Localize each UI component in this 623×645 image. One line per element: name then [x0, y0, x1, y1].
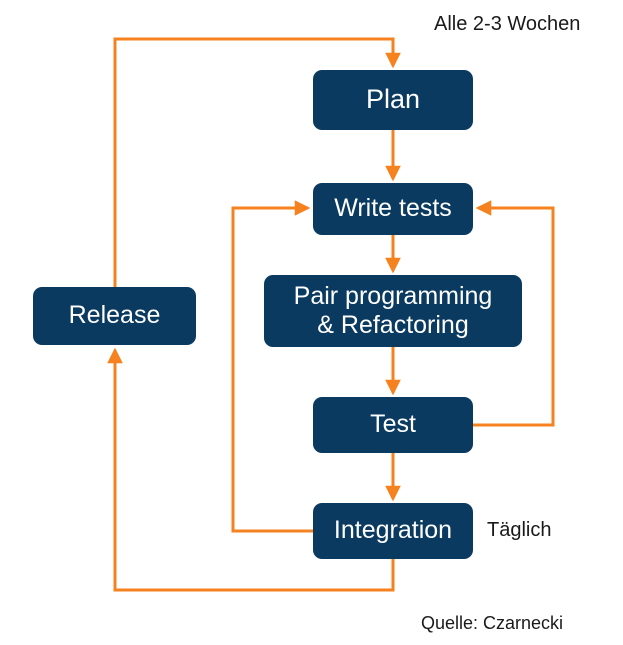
node-integration-label: Integration [333, 516, 453, 545]
node-test[interactable]: Test [313, 397, 473, 453]
edge-integration-to-write-loop [231, 200, 313, 533]
node-integration[interactable]: Integration [313, 503, 473, 559]
annotation-cadence-daily: Täglich [487, 519, 552, 541]
node-write-tests-label: Write tests [334, 194, 452, 223]
node-pair-programming-refactoring-label: Pair programming & Refactoring [293, 281, 493, 340]
node-plan[interactable]: Plan [313, 70, 473, 130]
edge-integration-to-release [107, 347, 395, 592]
annotation-source-credit: Quelle: Czarnecki [421, 613, 564, 633]
edge-release-to-plan [113, 37, 401, 287]
node-pair-programming-refactoring[interactable]: Pair programming & Refactoring [264, 275, 522, 347]
node-write-tests[interactable]: Write tests [313, 183, 473, 235]
annotation-cadence-weeks: Alle 2-3 Wochen [434, 13, 581, 35]
node-test-label: Test [370, 410, 416, 439]
node-plan-label: Plan [365, 84, 421, 115]
node-release-label: Release [68, 301, 161, 330]
edge-test-to-write-loop [473, 200, 555, 427]
node-release[interactable]: Release [33, 287, 196, 345]
